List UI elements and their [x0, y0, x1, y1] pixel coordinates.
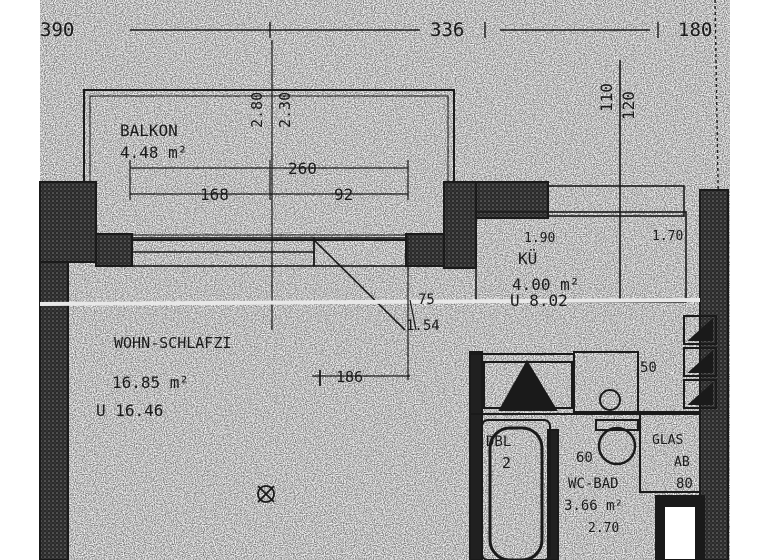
balkon-dim-depth-b: 2.30 [276, 92, 294, 128]
bad-area: 3.66 m² [564, 498, 623, 514]
washbasin [599, 389, 621, 411]
abstell-name-a: GLAS [652, 433, 683, 448]
washbasin-box [573, 351, 639, 413]
wall-kitchen-col [443, 181, 477, 269]
kueche-dim-a: 110 [597, 83, 616, 112]
divider-line [39, 298, 701, 306]
dusche-name: DBL [486, 434, 511, 450]
balcony-outline [83, 89, 455, 241]
kueche-area: 4.00 m² [512, 275, 579, 294]
storage-box [639, 411, 701, 493]
top-dim-right: 180 [678, 19, 712, 41]
bath-door-inner [663, 505, 697, 560]
bad-dim-60: 60 [576, 450, 593, 466]
balkon-area: 4.48 m² [120, 143, 187, 162]
wohn-dim-154: 1.54 [406, 318, 440, 334]
markers [257, 370, 321, 503]
wohn-dim-186: 186 [336, 368, 363, 386]
balkon-dim-right: 92 [334, 185, 353, 204]
kueche-dim-c: 1.90 [524, 231, 555, 246]
labels: 390 336 180 BALKON 4.48 m² 2.80 2.30 260… [40, 19, 712, 536]
toilet-tank [595, 419, 639, 431]
kueche-dim-b: 120 [619, 91, 638, 120]
wohn-perimeter: U 16.46 [96, 401, 163, 420]
top-dim-left: 390 [40, 19, 74, 41]
wall-left-stub [39, 181, 97, 263]
wohn-dim-75: 75 [418, 292, 435, 308]
paper-grain-fine [40, 0, 730, 560]
bath-tub [481, 419, 551, 560]
shelf-stack [683, 315, 717, 409]
kueche-dim-d: 1.70 [652, 229, 683, 244]
balcony-door [131, 237, 407, 331]
abstell-name-b: AB [674, 455, 690, 470]
wall-balcony-left [95, 233, 133, 267]
shower-tray [483, 361, 573, 409]
top-dim-middle: 336 [430, 19, 464, 41]
wohn-area: 16.85 m² [112, 373, 189, 392]
top-dimension-line [130, 0, 721, 301]
wohn-name: WOHN-SCHLAFZI [114, 334, 231, 352]
bad-dim-50: 50 [640, 360, 657, 376]
toilet-bowl [597, 426, 637, 466]
bath-tub-inner [488, 426, 544, 560]
living-dimensions [312, 236, 417, 380]
bad-dim-80: 80 [676, 476, 693, 492]
ceiling-light-symbol [257, 485, 275, 503]
wall-bath-left [469, 351, 483, 560]
balcony-dimensions [129, 40, 409, 330]
kueche-perimeter: U 8.02 [510, 291, 568, 310]
bad-dim-270: 2.70 [588, 521, 619, 536]
bathroom-fixtures [469, 315, 717, 560]
balkon-dim-left: 168 [200, 185, 229, 204]
wall-bath-mid [547, 429, 559, 560]
balkon-dim-width: 260 [288, 159, 317, 178]
dusche-num: 2 [502, 454, 511, 472]
bad-name: WC-BAD [568, 476, 619, 492]
balkon-name: BALKON [120, 121, 178, 140]
balkon-dim-depth-a: 2.80 [248, 92, 266, 128]
shower-triangle [498, 360, 558, 411]
kueche-name: KÜ [518, 249, 537, 268]
